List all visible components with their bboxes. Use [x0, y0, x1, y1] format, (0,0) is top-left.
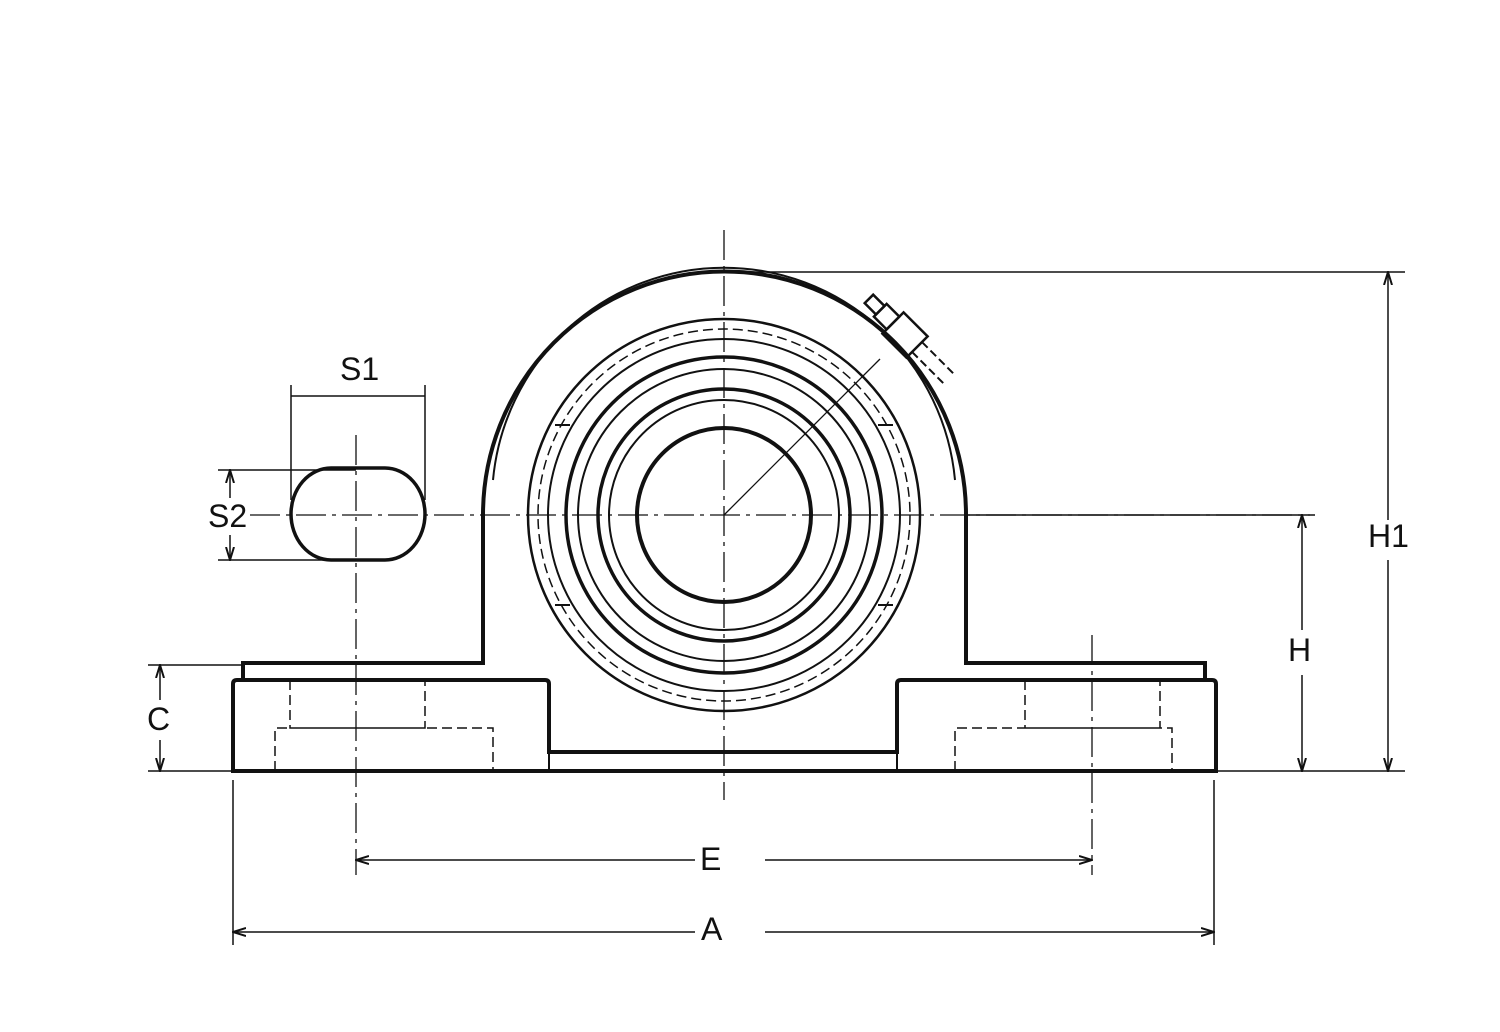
dimension-label-e: E — [700, 841, 722, 877]
base — [231, 661, 1218, 773]
dimension-label-h: H — [1288, 632, 1312, 668]
dimension-label-s1: S1 — [340, 351, 380, 387]
dimension-label-s2: S2 — [208, 498, 248, 534]
dimension-label-a: A — [701, 911, 723, 947]
grease-fitting — [862, 292, 957, 387]
dimension-lines — [148, 272, 1405, 945]
mounting-slot — [289, 466, 427, 562]
dimension-label-h1: H1 — [1368, 518, 1409, 554]
dimension-label-c: C — [147, 701, 171, 737]
lube-passage-line — [723, 358, 881, 516]
